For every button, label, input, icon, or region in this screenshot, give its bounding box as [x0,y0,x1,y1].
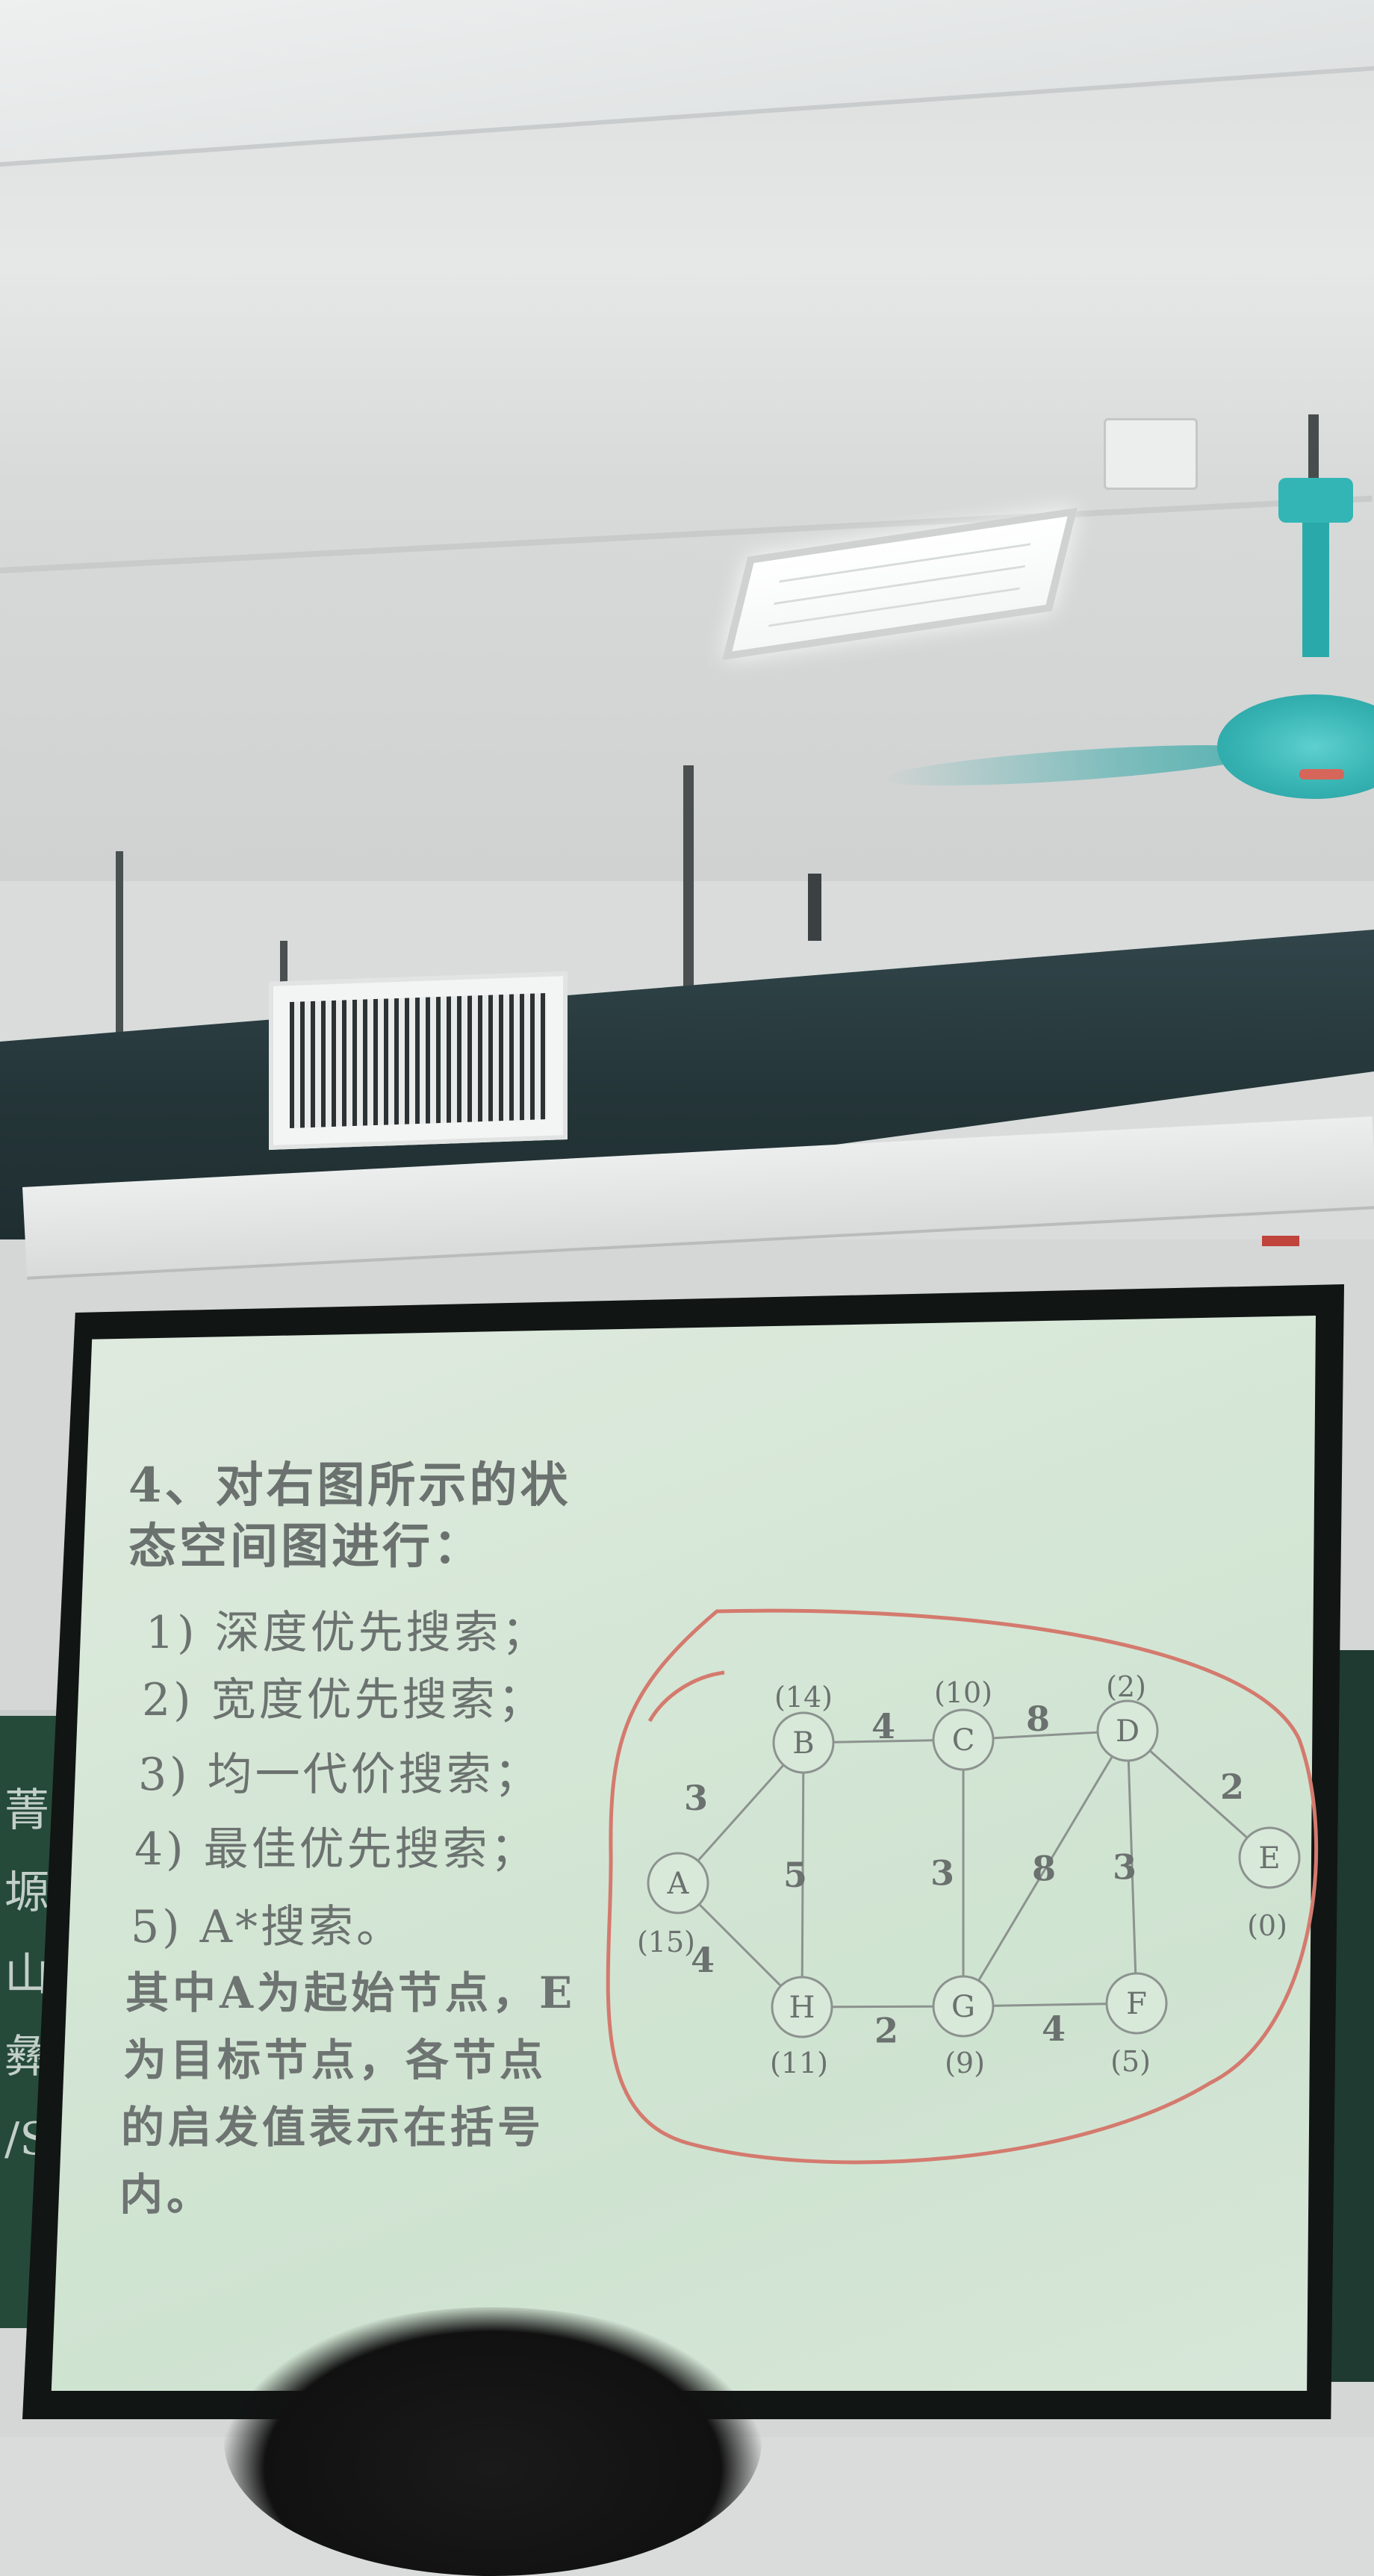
edge-cost-label: 4 [871,1706,895,1746]
hanging-rod [116,851,123,1180]
node-label: F [1126,1987,1147,2021]
question-title: 4、对右图所示的状 [128,1457,571,1513]
hanging-rod [808,874,821,941]
note-line: 为目标节点，各节点 [123,2035,547,2085]
note-line: 其中A为起始节点，E [125,1967,576,2018]
node-circle [1105,1972,1168,2035]
note-line: 内。 [119,2169,214,2220]
option-best-first: 4) 最佳优先搜索； [134,1823,538,1876]
hand-drawn-circle-tail [647,1670,725,1723]
student-head [224,2307,762,2576]
edge-cost-label: 4 [1042,2009,1066,2049]
node-heuristic-label: (10) [934,1676,992,1709]
node-circle [772,1711,835,1774]
option-a-star: 5) A*搜索。 [131,1901,404,1953]
node-circle [647,1852,709,1914]
graph-node-c: C [932,1708,995,1771]
hand-drawn-circle [606,1608,1319,2165]
option-dfs: 1) 深度优先搜索； [146,1607,550,1659]
node-circle [771,1976,833,2038]
option-bfs: 2) 宽度优先搜索； [142,1674,546,1726]
node-circle [1238,1826,1301,1889]
graph-nodes: A B C D E F G H [647,1699,1301,2038]
graph-node-a: A [647,1852,709,1914]
node-circle [932,1708,995,1771]
edge-cost-label: 2 [874,2011,898,2051]
graph-node-g: G [932,1975,995,2038]
graph-node-e: E [1238,1826,1301,1889]
ceiling-fan-badge [1299,769,1344,780]
ceiling-fan-motor [1217,694,1374,799]
projector-case-label [1262,1236,1299,1246]
ceiling-fan-cap [1278,478,1353,523]
edge-cost-label: 2 [1220,1767,1244,1807]
edge-cost-label: 4 [691,1940,715,1980]
node-label: C [952,1723,975,1758]
note-line: 的启发值表示在括号 [121,2102,545,2153]
node-heuristic-label: (9) [945,2047,985,2079]
option-uniform-cost: 3) 均一代价搜索； [138,1749,542,1801]
graph-node-d: D [1096,1699,1159,1762]
node-label: A [667,1867,690,1901]
node-heuristic-label: (0) [1247,1909,1287,1942]
smoke-detector [1104,418,1198,490]
edge-cost-label: 3 [930,1853,954,1894]
edge-cost-label: 5 [783,1855,807,1895]
graph-edge-d-f [1126,1730,1138,2004]
graph-node-f: F [1105,1972,1168,2035]
node-heuristic-label: (11) [770,2047,828,2079]
graph-node-b: B [772,1711,835,1774]
graph-edge-a-b [677,1742,805,1884]
node-label: H [789,1991,815,2025]
node-label: G [951,1990,975,2024]
node-heuristic-label: (5) [1110,2045,1151,2078]
edge-cost-label: 3 [684,1778,708,1818]
graph-edge-b-h [801,1742,805,2008]
graph-edge-costs: 3 4 4 5 8 3 2 8 3 2 4 [684,1699,1244,2051]
node-heuristic-label: (15) [637,1926,695,1959]
node-label: D [1116,1714,1140,1749]
node-circle [1096,1699,1159,1762]
graph-node-h: H [771,1976,833,2038]
question-title-cont: 态空间图进行： [128,1519,484,1575]
graph-edges [677,1729,1271,2009]
graph-heuristics: (15) (14) (10) (2) (0) (5) (9) (11) [637,1670,1287,2079]
node-heuristic-label: (14) [774,1681,833,1714]
node-label: E [1258,1841,1280,1876]
ceiling-fan-stem [1302,523,1329,657]
node-circle [932,1975,995,2038]
node-label: B [792,1726,814,1761]
graph-edge-d-g [962,1730,1129,2007]
node-heuristic-label: (2) [1106,1670,1146,1703]
edge-cost-label: 3 [1113,1847,1137,1888]
ceiling-fan-rod [1308,414,1319,489]
graph-edge-d-e [1126,1729,1271,1859]
edge-cost-label: 8 [1032,1849,1056,1889]
edge-cost-label: 8 [1026,1699,1050,1739]
